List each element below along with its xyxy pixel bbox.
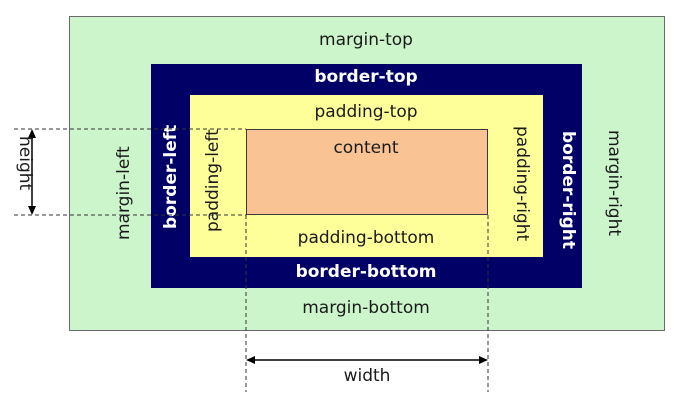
padding-top-label: padding-top <box>314 102 418 122</box>
width-arrow-head-right <box>479 356 488 364</box>
padding-bottom-label: padding-bottom <box>297 228 435 248</box>
content-label: content <box>333 138 399 158</box>
width-label: width <box>343 366 391 386</box>
margin-bottom-label: margin-bottom <box>302 298 430 318</box>
height-arrow-head-bottom <box>28 206 36 215</box>
margin-top-label: margin-top <box>319 30 413 50</box>
border-bottom-label: border-bottom <box>295 262 437 282</box>
content-area <box>246 129 488 215</box>
border-top-label: border-top <box>314 67 418 87</box>
width-arrow-head-left <box>246 356 255 364</box>
height-label: height <box>15 136 35 191</box>
height-arrow-head-top <box>28 129 36 138</box>
